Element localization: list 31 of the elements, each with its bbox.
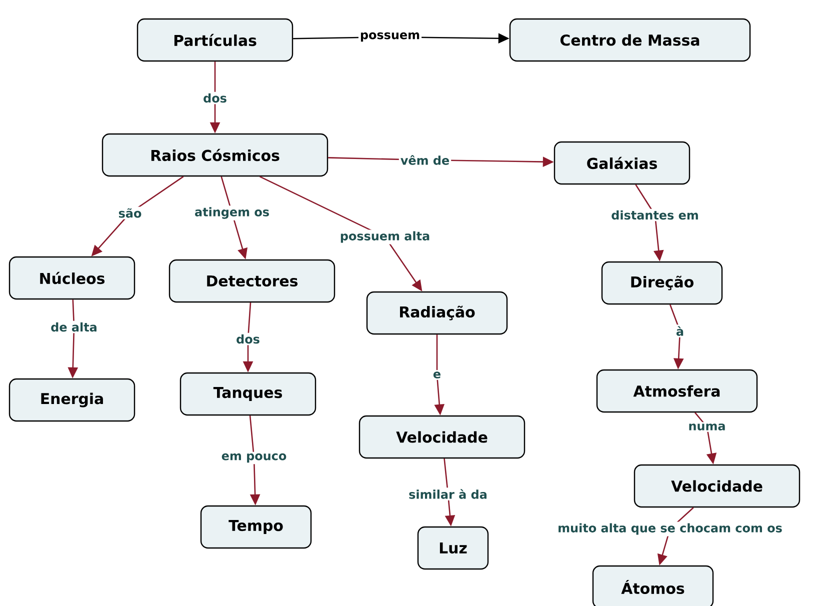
edge-label: numa	[686, 422, 728, 432]
edge-label: similar à da	[407, 488, 489, 500]
concept-box: Velocidade	[634, 464, 800, 508]
concept-box: Partículas	[136, 18, 294, 62]
concept-box: Radiação	[366, 291, 508, 335]
concept-box: Galáxias	[554, 141, 690, 185]
concept-box: Detectores	[168, 259, 336, 303]
concept-box: Tanques	[180, 372, 316, 416]
concept-box: Núcleos	[8, 256, 136, 300]
concept-box: Atmosfera	[596, 369, 758, 413]
edge-label: vêm de	[398, 154, 452, 166]
concept-box: Energia	[8, 378, 136, 422]
edge-label: atingem os	[193, 206, 271, 220]
edge-label: em pouco	[220, 452, 288, 464]
concept-box: Direção	[601, 261, 723, 305]
edge-label: possuem alta	[338, 230, 432, 244]
concept-box: Raios Cósmicos	[102, 133, 328, 177]
edge-label: dos	[234, 332, 262, 346]
edge-label: possuem	[358, 30, 422, 44]
edge-label: dos	[202, 92, 228, 104]
edge-label: muito alta que se chocam com os	[556, 522, 784, 536]
edge-label: de alta	[49, 320, 99, 334]
edge-label: e	[431, 370, 443, 380]
edge-label: são	[116, 206, 144, 220]
concept-box: Luz	[417, 526, 489, 570]
concept-box: Velocidade	[358, 415, 526, 459]
edge-label: à	[674, 324, 686, 338]
concept-box: Tempo	[200, 505, 312, 549]
edge-label: distantes em	[610, 208, 700, 222]
concept-box: Centro de Massa	[509, 18, 751, 62]
concept-box: Átomos	[592, 565, 714, 606]
